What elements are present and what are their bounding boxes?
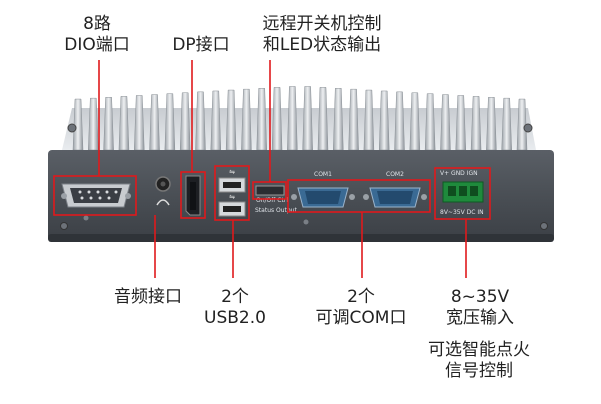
heatsink-fin [88, 97, 99, 151]
dio-db15-port [61, 183, 131, 208]
remote-callout-line1: 远程开关机控制 [262, 14, 382, 34]
heatsink-fin [409, 92, 421, 151]
heatsink-fin [118, 96, 130, 151]
power-callout-label: 8~35V 宽压输入 [430, 287, 530, 329]
dio-callout-line1: 8路 [83, 14, 111, 34]
heatsink-fin [256, 88, 267, 151]
screw-icon [67, 123, 77, 133]
heatsink-fin [486, 97, 497, 151]
svg-text:⇋: ⇋ [229, 168, 235, 176]
dp-callout-line1: DP接口 [172, 35, 230, 55]
heatsink-fin [440, 94, 451, 151]
screw-icon [60, 222, 68, 230]
ign-callout-line1: 可选智能点火 [428, 340, 530, 360]
screw-icon [523, 123, 533, 133]
power-highlight-box [434, 167, 491, 220]
heatsink-fin [317, 87, 329, 151]
callout-lines [98, 60, 467, 278]
com-callout-line2: 可调COM口 [315, 308, 407, 328]
com2-port: COM2 [363, 171, 427, 208]
heatsink-fin [133, 95, 145, 151]
usb-highlight-box [214, 165, 250, 221]
audio-callout-line1: 音频接口 [114, 287, 182, 307]
com1-port: COM1 [291, 171, 355, 208]
heatsink-fin [333, 88, 344, 151]
heatsink-fin [455, 95, 467, 151]
heatsink-fin [225, 89, 237, 151]
heatsink-fin [103, 97, 114, 151]
ign-callout-line2: 信号控制 [445, 361, 513, 381]
heatsink-fin [348, 88, 359, 151]
com1-text: COM1 [314, 171, 332, 178]
dp-highlight-box [180, 171, 206, 219]
heatsink-fin [287, 86, 298, 151]
heatsink-fin [164, 93, 176, 151]
highlight-boxes [53, 165, 491, 221]
usb-callout-label: 2个 USB2.0 [196, 287, 274, 329]
dio-callout-line2: DIO端口 [64, 35, 130, 55]
heatsink-fin [424, 93, 436, 151]
heatsink-fin [149, 94, 160, 151]
status-output-text: Status Output [255, 207, 298, 214]
remote-callout-label: 远程开关机控制 和LED状态输出 [247, 14, 397, 56]
screw-icon [303, 219, 309, 225]
usb-ports: ⇋ ⇋ [218, 168, 246, 217]
headphone-icon [156, 199, 170, 206]
audio-callout-label: 音频接口 [100, 287, 196, 308]
remote-onoff-connector: On/Off Ctrl Status Output [255, 185, 298, 214]
power-callout-line1: 8~35V [450, 287, 510, 307]
svg-text:⇋: ⇋ [229, 193, 235, 201]
dio-callout-label: 8路 DIO端口 [60, 14, 134, 56]
screw-icon [83, 215, 89, 221]
audio-jack [155, 176, 171, 206]
dp-callout-label: DP接口 [164, 35, 238, 56]
usb-callout-line1: 2个 [221, 287, 249, 307]
heatsink-fin [195, 91, 206, 151]
heatsink-fin [363, 89, 375, 151]
dio-highlight-box [53, 175, 137, 216]
screw-icon [540, 222, 548, 230]
com-callout-label: 2个 可调COM口 [304, 287, 418, 329]
heatsink-fin [179, 92, 191, 151]
power-callout-line2: 宽压输入 [446, 308, 514, 328]
com-highlight-box [287, 179, 431, 213]
heatsink-fin [271, 87, 283, 151]
ign-callout-label: 可选智能点火 信号控制 [414, 340, 544, 382]
usb-callout-line2: USB2.0 [204, 308, 266, 328]
power-terminal-block: V+ GND IGN 8V~35V DC IN [440, 170, 484, 216]
heatsink-fin [210, 90, 222, 151]
heatsink-fin [241, 88, 252, 151]
onoff-ctrl-text: On/Off Ctrl [256, 197, 288, 204]
heatsink-fin [302, 86, 313, 151]
terminal-text: V+ GND IGN [440, 170, 478, 177]
dc-in-text: 8V~35V DC IN [440, 209, 484, 216]
heatsink-fin [470, 96, 482, 151]
remote-callout-line2: 和LED状态输出 [262, 35, 382, 55]
com-callout-line1: 2个 [347, 287, 375, 307]
heatsink-fin [394, 91, 405, 151]
heatsink-fins [62, 86, 536, 151]
heatsink-fin [378, 90, 390, 151]
com2-text: COM2 [386, 171, 404, 178]
heatsink-fin [501, 97, 512, 151]
displayport-port [185, 175, 201, 216]
